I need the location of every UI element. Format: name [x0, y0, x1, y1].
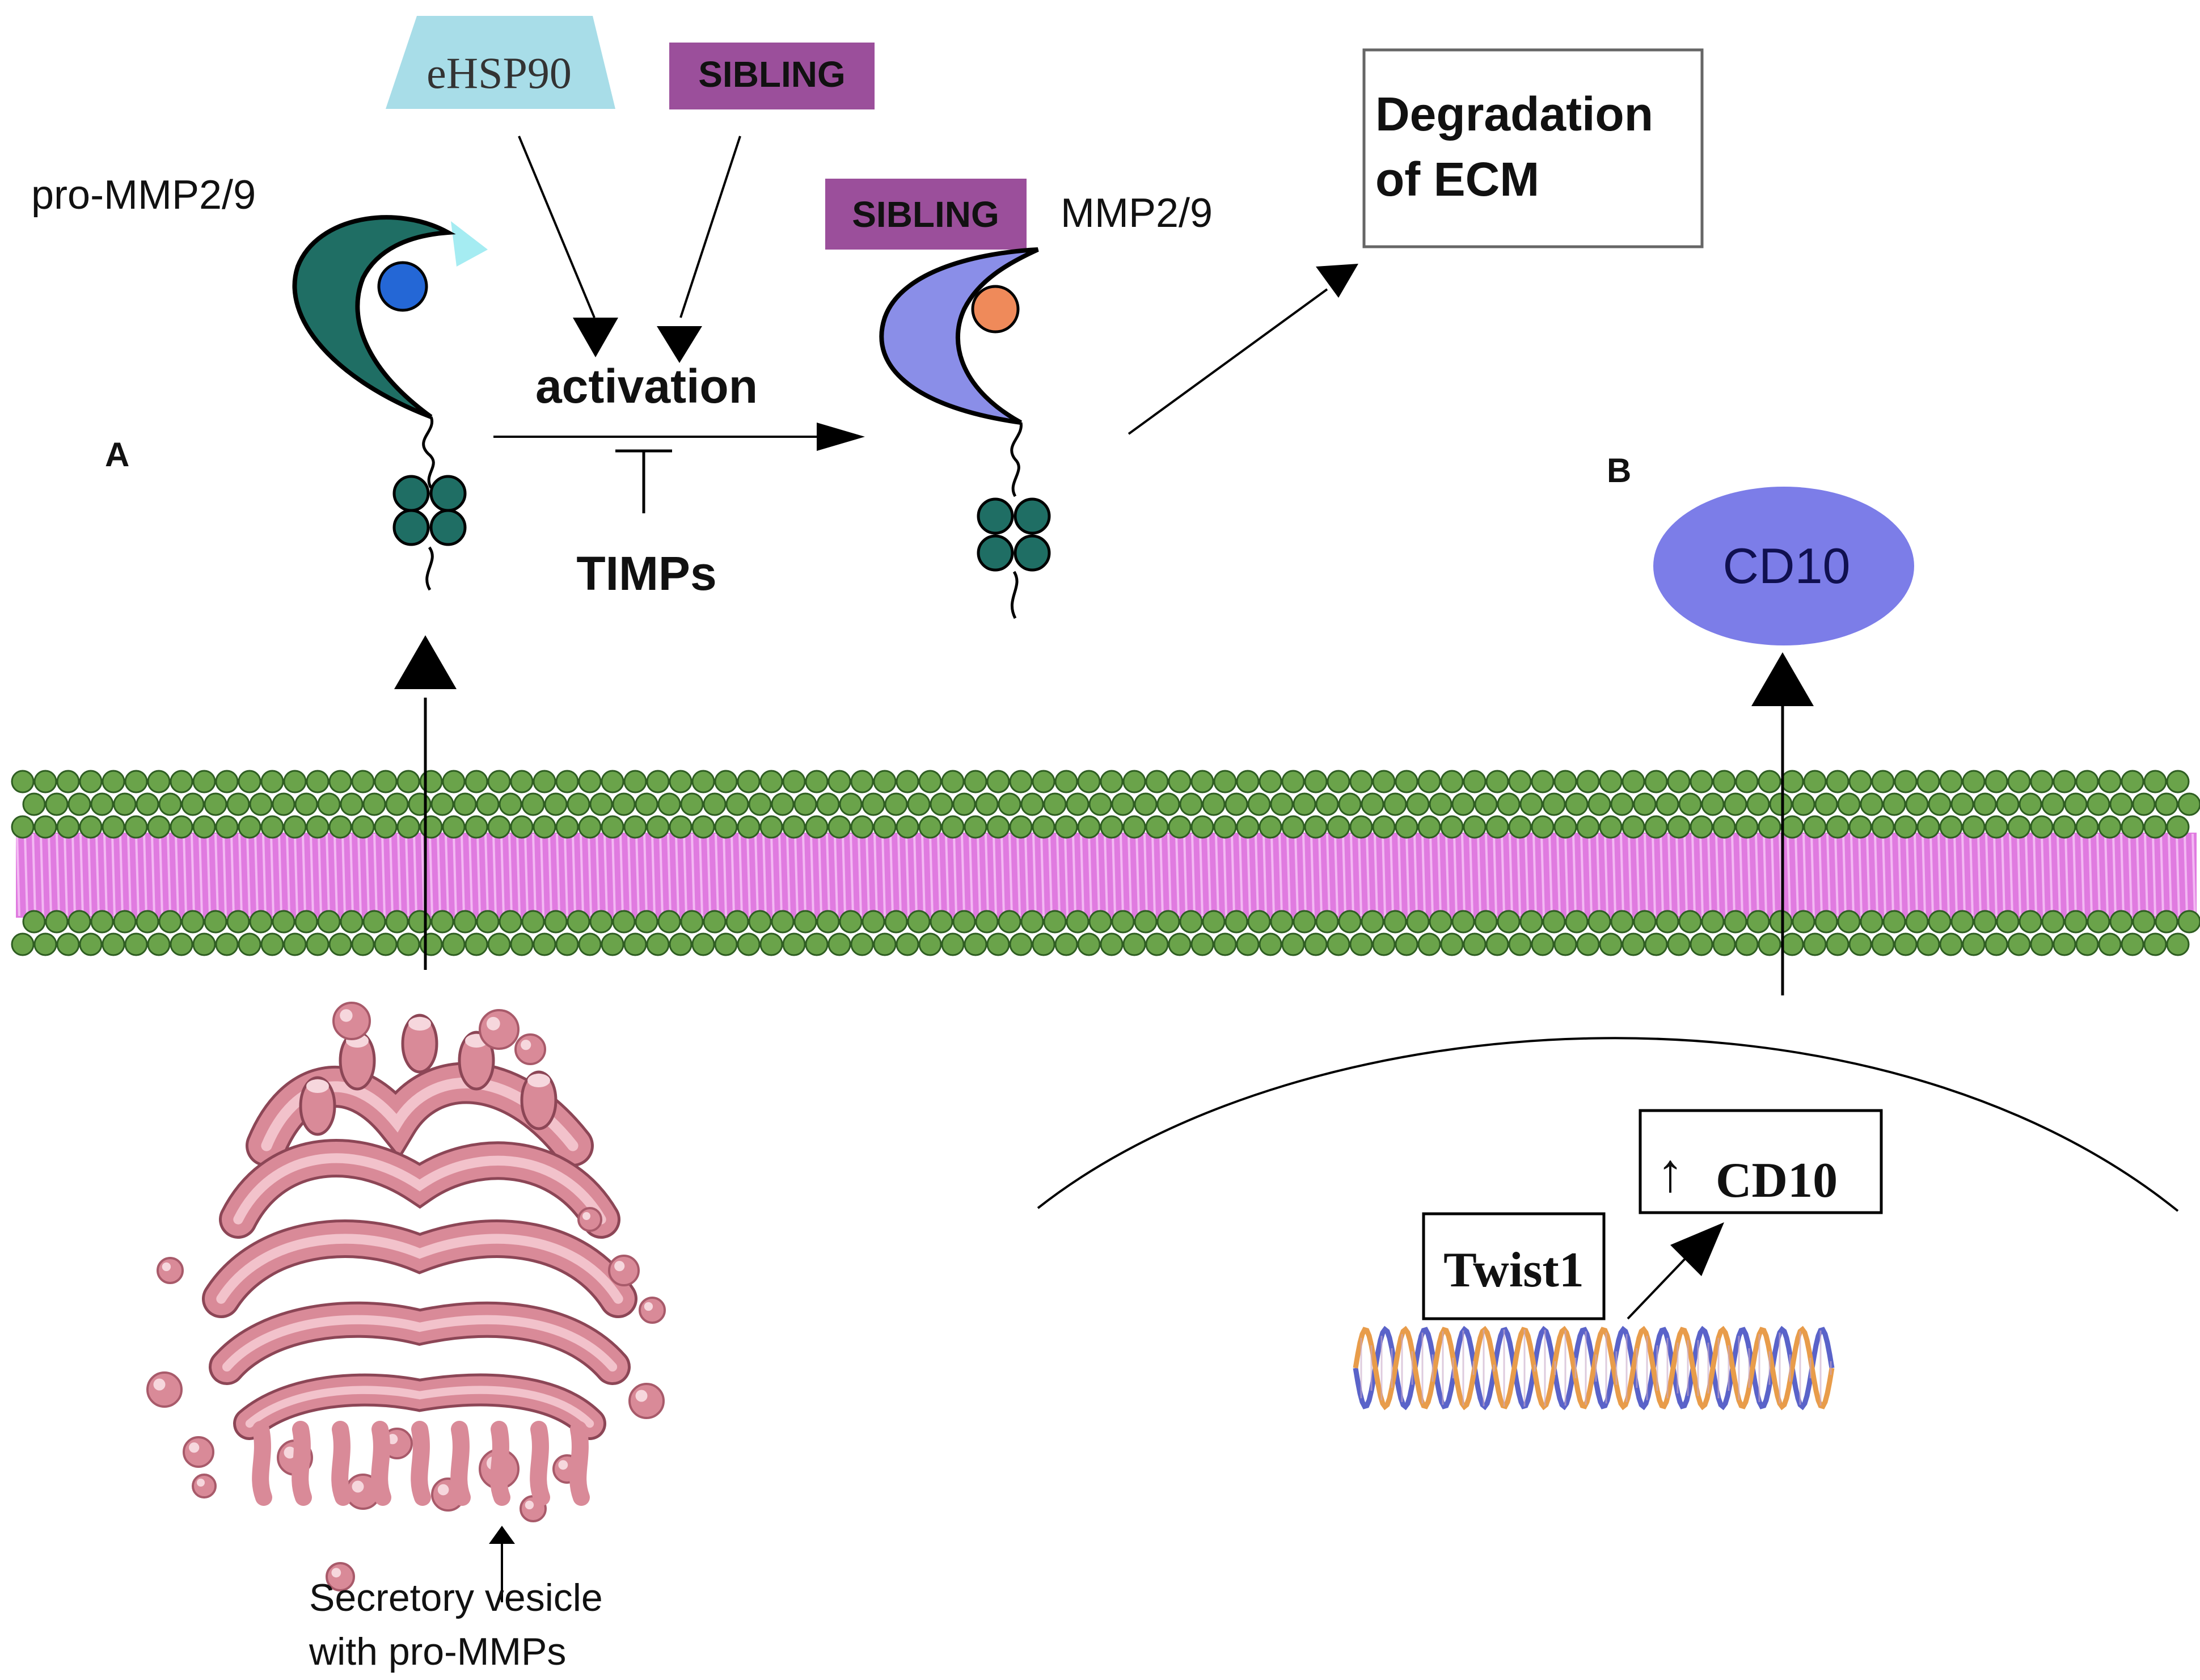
cd10-label: CD10 — [1723, 538, 1851, 594]
cd10-up-arrow-symbol: ↑ — [1657, 1142, 1684, 1203]
twist1-to-cd10-arrowhead — [1670, 1222, 1724, 1276]
pro-mmp-protein-icon — [292, 215, 488, 591]
twist1-to-cd10-arrow-line — [1627, 1252, 1691, 1320]
activator-arrows — [518, 136, 741, 318]
activation-arrowhead — [817, 423, 865, 451]
degradation-line1: Degradation — [1375, 87, 1653, 141]
active-mmp-protein-icon — [879, 247, 1051, 619]
twist1-label: Twist1 — [1443, 1243, 1584, 1298]
pro-mmp-label: pro-MMP2/9 — [31, 172, 256, 218]
panel-a-label: A — [105, 436, 129, 474]
twist1-box: Twist1 — [1422, 1212, 1606, 1320]
sibling-arrowhead — [657, 326, 702, 363]
golgi-apparatus-icon — [146, 1002, 666, 1592]
cell-membrane — [11, 770, 2200, 956]
vesicle-pointer-arrowhead — [489, 1526, 515, 1544]
cd10-protein: CD10 — [1653, 487, 1914, 645]
cd10-arrowhead — [1751, 652, 1814, 706]
timps-label: TIMPs — [576, 547, 716, 600]
sibling-bound-box: SIBLING — [825, 179, 1027, 250]
degradation-arrowhead — [1316, 264, 1358, 298]
sibling-bound-label: SIBLING — [852, 194, 999, 235]
panel-b-label: B — [1607, 451, 1631, 489]
mmp-label: MMP2/9 — [1061, 191, 1213, 236]
activation-label: activation — [535, 360, 758, 413]
ehsp90-box: eHSP90 — [386, 16, 615, 109]
nuclear-envelope-icon — [1037, 1037, 2179, 1212]
vesicle-label-line2: with pro-MMPs — [309, 1630, 566, 1673]
cd10-up-label: CD10 — [1716, 1153, 1838, 1208]
ehsp90-arrowhead — [573, 318, 618, 357]
sibling-top-box: SIBLING — [669, 43, 875, 109]
degradation-box: Degradation of ECM — [1362, 48, 1704, 248]
degradation-line2: of ECM — [1375, 153, 1539, 206]
lipid-bilayer-icon — [11, 770, 2200, 956]
sibling-top-label: SIBLING — [698, 54, 846, 95]
cd10-upregulation-box: ↑ CD10 — [1639, 1109, 1883, 1214]
ehsp90-label: eHSP90 — [427, 48, 572, 98]
secretion-arrowhead — [394, 635, 457, 689]
vesicle-label-line1: Secretory vesicle — [309, 1576, 603, 1619]
timps-inhibition-bar — [615, 449, 672, 513]
degradation-arrow-line — [1128, 288, 1328, 435]
dna-helix-icon — [1353, 1326, 1835, 1411]
